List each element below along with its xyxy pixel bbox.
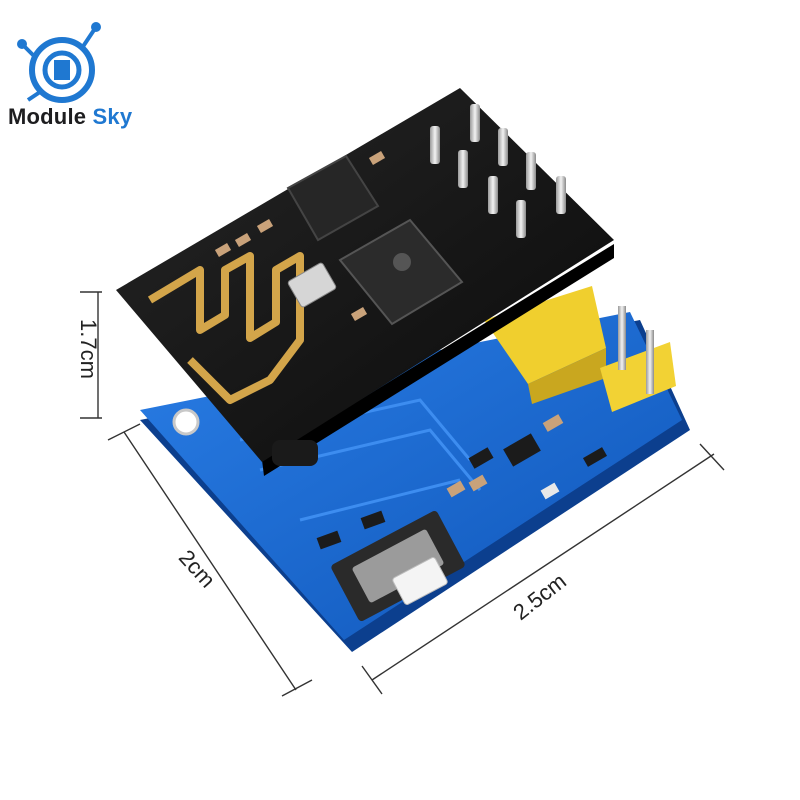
brand-name-part1: Module	[8, 104, 87, 129]
brand-name: Module Sky	[8, 104, 132, 130]
standoff	[272, 440, 318, 466]
dimension-height-marker	[80, 291, 102, 419]
dimension-width-marker	[361, 443, 725, 695]
dimension-depth-marker	[107, 423, 313, 697]
dimension-height-label: 1.7cm	[75, 319, 101, 379]
esp-wifi-module	[116, 88, 614, 476]
chip-circuit-logo-icon	[17, 22, 101, 103]
brand-name-part2: Sky	[92, 104, 133, 129]
